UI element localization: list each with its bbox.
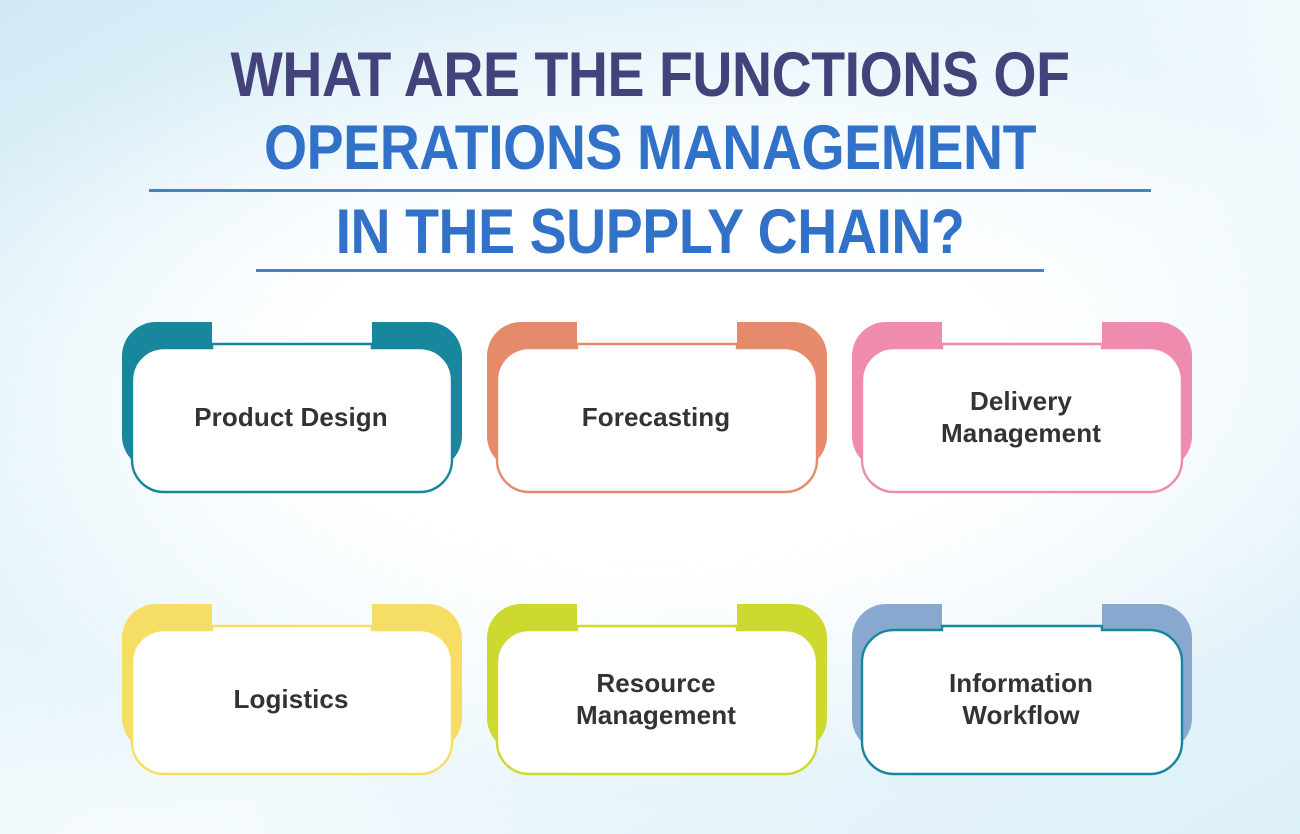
function-card-logistics[interactable]: Logistics	[118, 600, 466, 780]
card-label: Delivery Management	[941, 386, 1101, 448]
function-card-resource-management[interactable]: Resource Management	[483, 600, 831, 780]
function-card-product-design[interactable]: Product Design	[118, 318, 466, 498]
card-shape-forecasting	[487, 322, 827, 494]
card-label: Forecasting	[581, 402, 731, 433]
card-face-shape	[495, 624, 819, 776]
card-label: Information Workflow	[948, 668, 1094, 730]
card-label: Product Design	[194, 402, 388, 433]
title-line-2: OPERATIONS MANAGEMENT	[263, 113, 1037, 183]
card-face-shape	[130, 342, 454, 494]
title-line-3: IN THE SUPPLY CHAIN?	[335, 197, 965, 267]
card-shape-resource-management	[487, 604, 827, 776]
card-face-shape	[860, 342, 1184, 494]
card-face-shape	[495, 342, 819, 494]
card-shape-product-design	[122, 322, 462, 494]
card-shape-information-workflow	[852, 604, 1192, 776]
function-card-forecasting[interactable]: Forecasting	[483, 318, 831, 498]
title-line-1: WHAT ARE THE FUNCTIONS OF	[230, 40, 1070, 110]
card-shape-delivery-management	[852, 322, 1192, 494]
title-underline-1	[149, 189, 1151, 192]
card-face-shape	[860, 624, 1184, 776]
function-card-information-workflow[interactable]: Information Workflow	[848, 600, 1196, 780]
card-label: Resource Management	[576, 668, 736, 730]
title-underline-2	[256, 269, 1044, 272]
functions-card-grid: Product Design Forecasting Delivery Mana…	[118, 318, 1196, 834]
card-face-shape	[130, 624, 454, 776]
page-title: WHAT ARE THE FUNCTIONS OF OPERATIONS MAN…	[0, 44, 1300, 272]
card-shape-logistics	[122, 604, 462, 776]
function-card-delivery-management[interactable]: Delivery Management	[848, 318, 1196, 498]
card-label: Logistics	[233, 684, 349, 715]
